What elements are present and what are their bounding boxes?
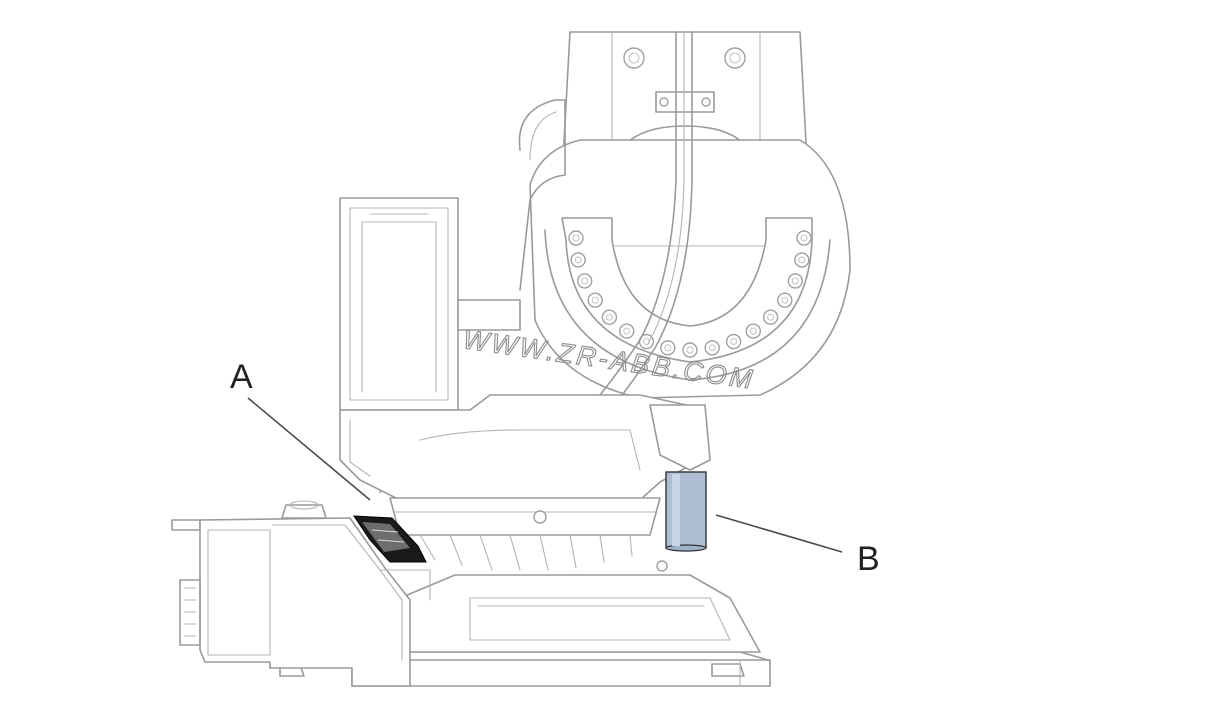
gear-bolt-hole bbox=[572, 234, 580, 242]
part-a bbox=[353, 515, 427, 563]
callout-b-label: B bbox=[857, 540, 880, 578]
gear-bolt bbox=[577, 273, 593, 289]
gear-bolt bbox=[704, 340, 720, 356]
gear-bolt-hole bbox=[767, 313, 775, 321]
gear-bolt bbox=[787, 273, 803, 289]
gear-bolt-hole bbox=[749, 327, 757, 335]
gear-bolt-hole bbox=[708, 344, 716, 352]
gear-bolt bbox=[725, 333, 742, 350]
gear-bolt bbox=[601, 309, 618, 325]
gear-bolt bbox=[570, 252, 586, 268]
gear-bolt-hole bbox=[730, 338, 738, 345]
gear-bolt-hole bbox=[791, 277, 799, 285]
callout-a-label: A bbox=[230, 358, 253, 396]
gear-bolt-hole bbox=[800, 234, 808, 242]
gear-bolt-circle bbox=[568, 230, 812, 358]
gear-bolt-hole bbox=[798, 256, 806, 264]
gear-bolt bbox=[762, 309, 779, 325]
gear-bolt-hole bbox=[591, 296, 599, 304]
gear-bolt bbox=[796, 230, 812, 246]
gear-bolt bbox=[745, 323, 761, 339]
gear-bolt-hole bbox=[664, 344, 672, 352]
gear-bolt-hole bbox=[605, 313, 613, 321]
frame-rotating-base bbox=[339, 394, 711, 571]
part-b bbox=[665, 471, 707, 552]
gear-bolt bbox=[568, 230, 584, 246]
gear-bolt-hole bbox=[781, 296, 789, 304]
callout-a-leader bbox=[247, 397, 371, 501]
gear-bolt-hole bbox=[581, 277, 589, 285]
gear-bolt-hole bbox=[574, 256, 582, 264]
callout-a: A bbox=[230, 358, 371, 501]
gear-bolt bbox=[777, 292, 793, 308]
base-motor-housing bbox=[171, 500, 431, 687]
rear-bracket bbox=[339, 99, 566, 411]
callout-b: B bbox=[715, 514, 880, 578]
gear-bolt-hole bbox=[623, 327, 631, 335]
gear-bolt bbox=[587, 292, 603, 308]
gear-bolt bbox=[682, 342, 698, 358]
callout-b-leader bbox=[715, 514, 843, 553]
gear-bolt bbox=[794, 252, 810, 268]
gear-bolt bbox=[619, 323, 635, 339]
gear-bolt-hole bbox=[686, 346, 694, 354]
gear-bolt bbox=[660, 340, 676, 356]
